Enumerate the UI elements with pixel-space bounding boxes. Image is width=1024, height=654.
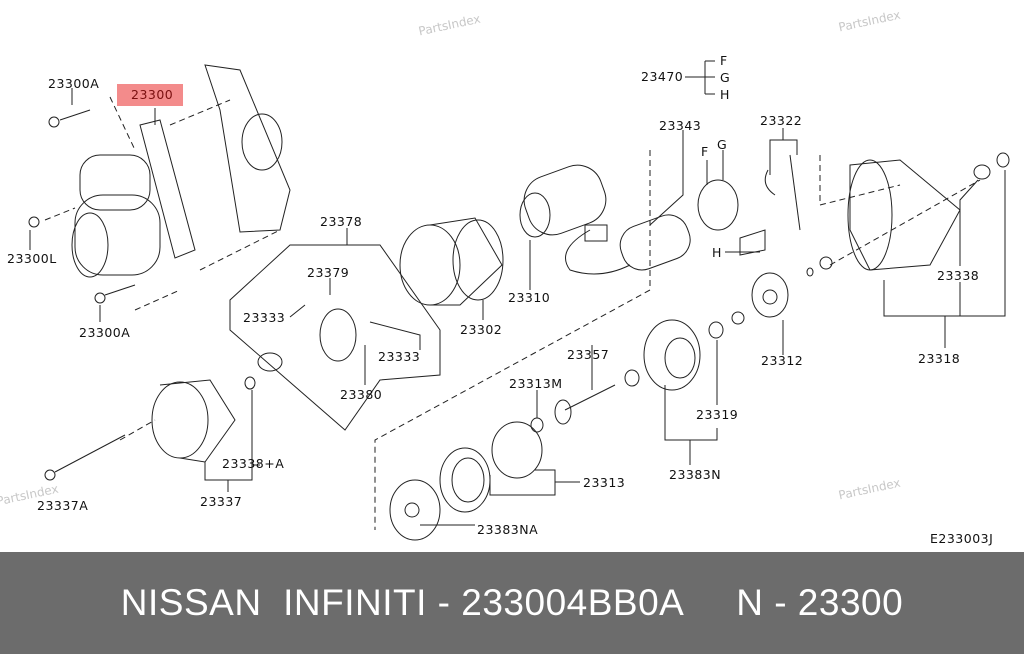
part-label-23300A[interactable]: 23300A xyxy=(79,325,131,340)
part-label-23302[interactable]: 23302 xyxy=(460,322,503,337)
part-label-F[interactable]: F xyxy=(701,144,709,159)
part-label-23337[interactable]: 23337 xyxy=(200,494,243,509)
part-label-23337A[interactable]: 23337A xyxy=(37,498,89,513)
part-label-23333[interactable]: 23333 xyxy=(378,349,421,364)
part-label-23470[interactable]: 23470 xyxy=(641,69,684,84)
starter-assembly xyxy=(28,64,291,304)
part-label-23312[interactable]: 23312 xyxy=(761,353,804,368)
dashed-guides xyxy=(44,96,981,530)
part-label-23380[interactable]: 23380 xyxy=(340,387,383,402)
part-label-23470-F[interactable]: F xyxy=(720,53,728,68)
part-label-H[interactable]: H xyxy=(712,245,722,260)
part-label-23322[interactable]: 23322 xyxy=(760,113,803,128)
diagram-code: E233003J xyxy=(930,531,994,546)
part-label-23313M[interactable]: 23313M xyxy=(509,376,563,391)
part-label-23338[interactable]: 23338 xyxy=(937,268,980,283)
part-label-23313[interactable]: 23313 xyxy=(583,475,626,490)
part-label-23333[interactable]: 23333 xyxy=(243,310,286,325)
part-number-banner: NISSAN INFINITI - 233004BB0A N - 23300 xyxy=(0,552,1024,654)
part-label-23357[interactable]: 23357 xyxy=(567,347,610,362)
part-label-23378[interactable]: 23378 xyxy=(320,214,363,229)
part-label-23318[interactable]: 23318 xyxy=(918,351,961,366)
part-label-23300-highlighted[interactable]: 23300 xyxy=(117,84,184,106)
part-label-23319[interactable]: 23319 xyxy=(696,407,739,422)
part-label-23343[interactable]: 23343 xyxy=(659,118,702,133)
part-label-23338A[interactable]: 23338+A xyxy=(222,456,285,471)
parts-diagram: PartsIndex PartsIndex PartsIndex PartsIn… xyxy=(0,8,1010,546)
part-label-23383NA[interactable]: 23383NA xyxy=(477,522,539,537)
part-label-23383N[interactable]: 23383N xyxy=(669,467,722,482)
part-label-23300A[interactable]: 23300A xyxy=(48,76,100,91)
part-label-23470-H[interactable]: H xyxy=(720,87,730,102)
part-label-23470-G[interactable]: G xyxy=(720,70,731,85)
part-label-23300L[interactable]: 23300L xyxy=(7,251,57,266)
part-number-text: NISSAN INFINITI - 233004BB0A N - 23300 xyxy=(120,582,904,623)
part-label-23379[interactable]: 23379 xyxy=(307,265,350,280)
part-label-23310[interactable]: 23310 xyxy=(508,290,551,305)
starter-exploded-drawing xyxy=(28,60,1010,541)
part-label-G[interactable]: G xyxy=(717,137,728,152)
